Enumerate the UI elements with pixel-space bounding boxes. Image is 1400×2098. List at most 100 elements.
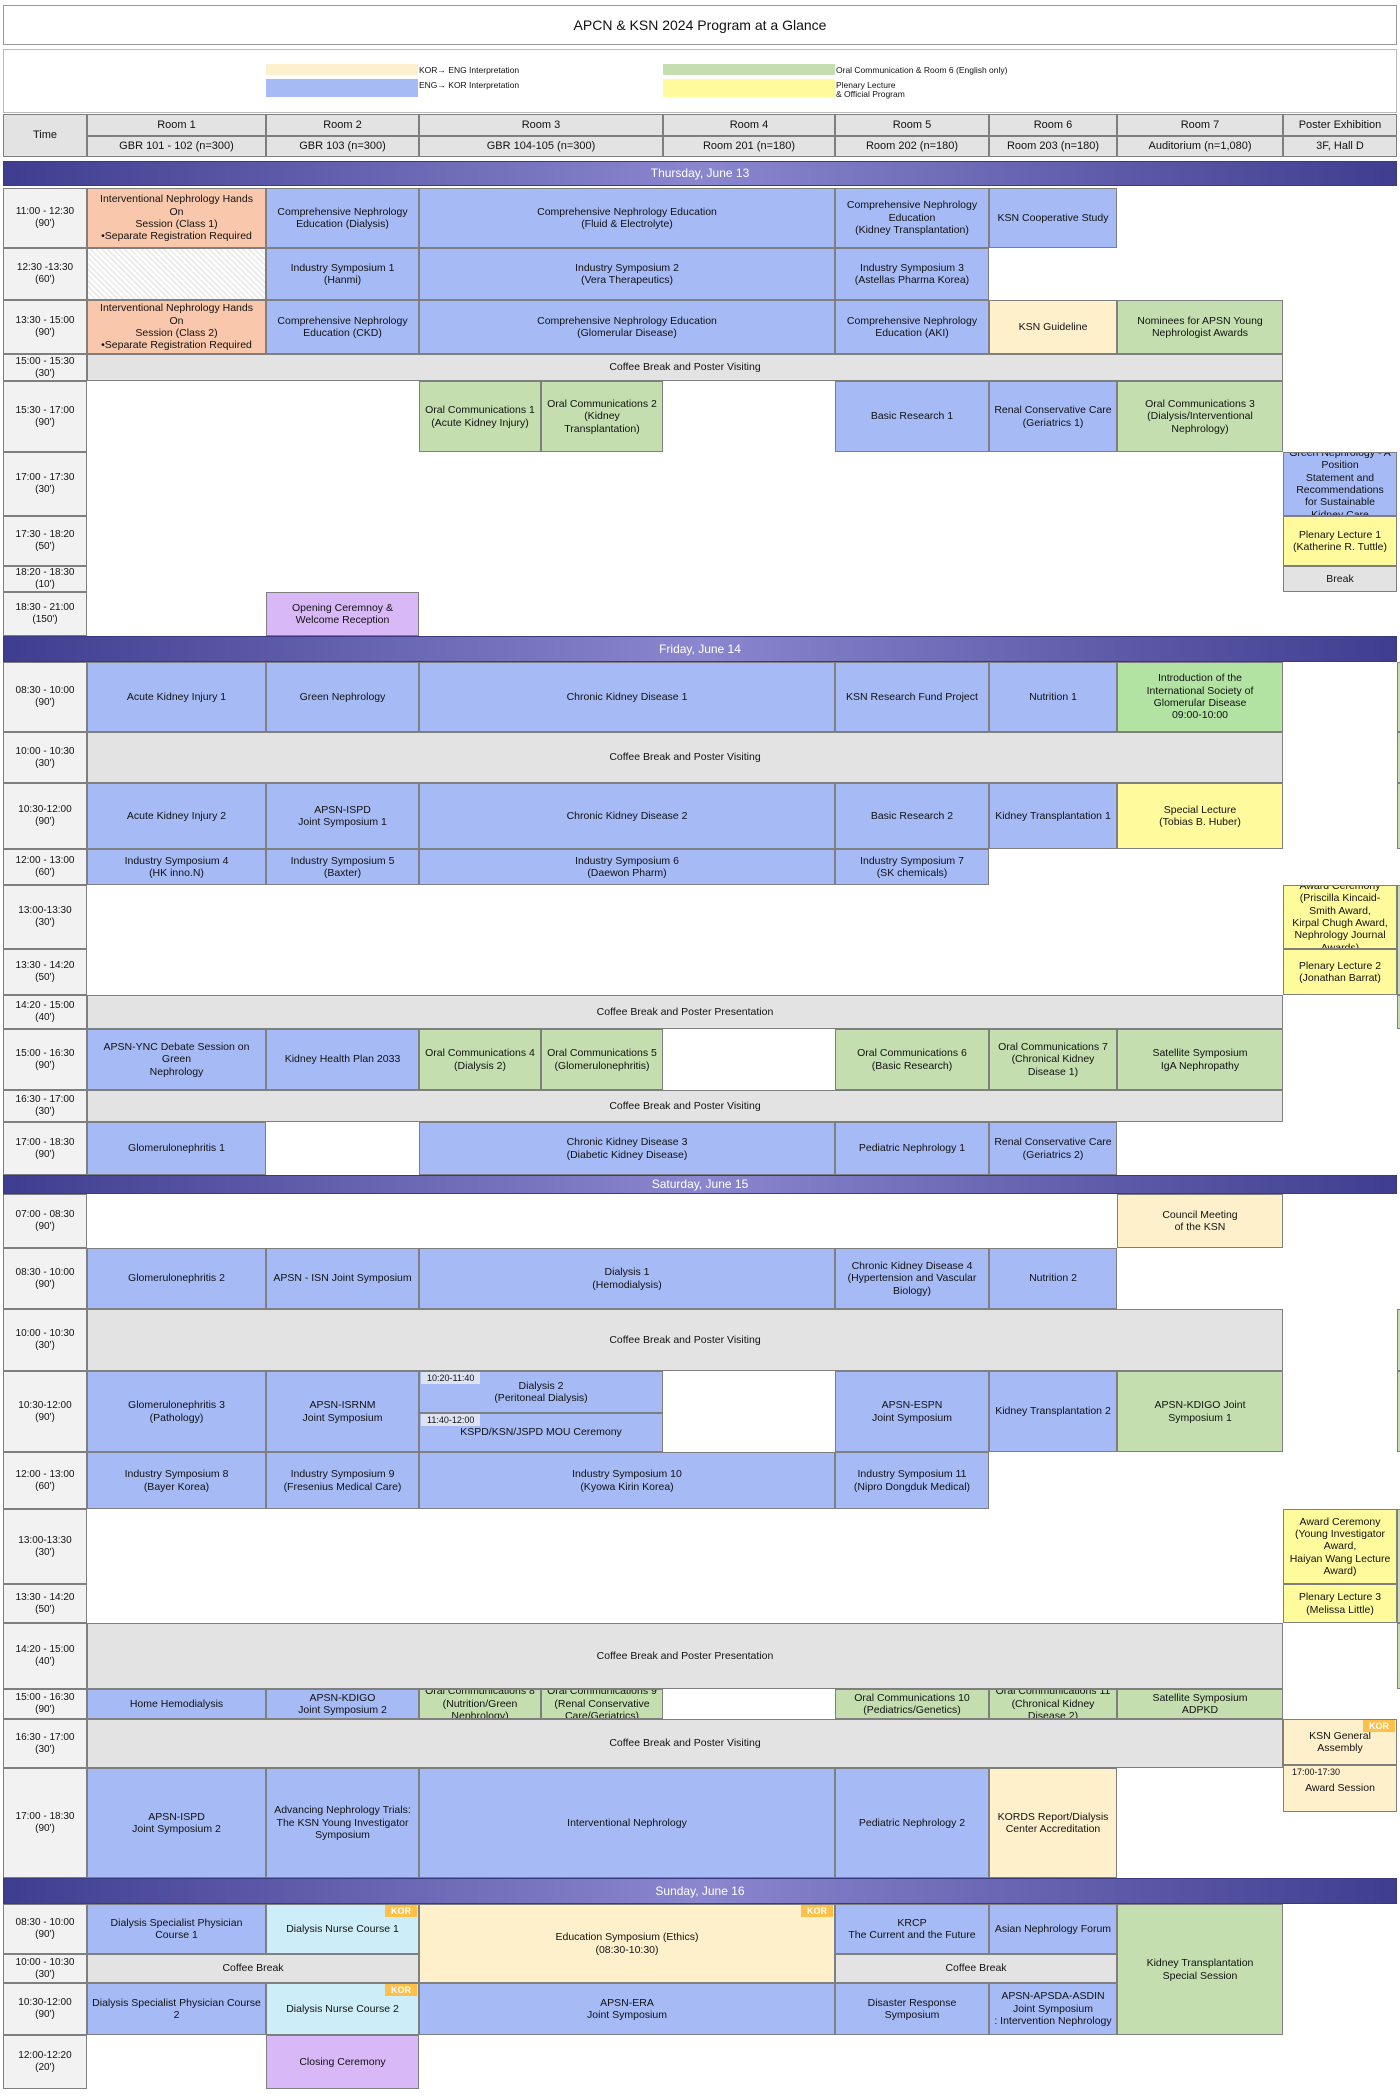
session-cell[interactable]: Interventional Nephrology	[419, 1768, 835, 1878]
session-cell[interactable]: APSN-KDIGO Joint Symposium 1	[1117, 1371, 1283, 1452]
session-cell[interactable]: KSN Guideline	[989, 300, 1117, 354]
session-cell[interactable]: Dialysis Specialist Physician Course 2	[87, 1983, 266, 2035]
session-cell[interactable]: Advancing Nephrology Trials: The KSN You…	[266, 1768, 419, 1878]
session-cell[interactable]: Green Nephrology	[266, 662, 419, 732]
session-cell[interactable]: Glomerulonephritis 3 (Pathology)	[87, 1371, 266, 1452]
session-cell[interactable]: Nutrition 2	[989, 1248, 1117, 1309]
coffee-break[interactable]: Coffee Break and Poster Presentation	[87, 995, 1283, 1029]
session-cell[interactable]: KSPD/KSN/JSPD MOU Ceremony	[419, 1413, 663, 1452]
session-cell[interactable]: APSN-KDIGO Joint Symposium 2	[266, 1689, 419, 1719]
coffee-break[interactable]: Coffee Break and Poster Visiting	[87, 1309, 1283, 1371]
session-cell[interactable]: Kidney Transplantation 2	[989, 1371, 1117, 1452]
session-cell[interactable]: Exhibitor Spotlight 10:00-11:00 Everest …	[1397, 732, 1400, 783]
coffee-break[interactable]: Coffee Break and Poster Presentation	[87, 1623, 1283, 1689]
session-cell[interactable]: APSN-ISPD Joint Symposium 1	[266, 783, 419, 849]
session-cell[interactable]: Oral Communications 4 (Dialysis 2)	[419, 1029, 541, 1090]
session-cell[interactable]: Glomerulonephritis 1	[87, 1122, 266, 1175]
session-cell[interactable]: Disaster Response Symposium	[835, 1983, 989, 2035]
session-cell[interactable]: Award Ceremony (Young Investigator Award…	[1283, 1509, 1397, 1584]
session-cell[interactable]: 14:20 - 15:00 Poster Presentation	[1397, 995, 1400, 1029]
session-cell[interactable]: Acute Kidney Injury 1	[87, 662, 266, 732]
session-cell[interactable]: Asian Nephrology Forum	[989, 1904, 1117, 1954]
session-cell[interactable]: APSN-YNC Debate Session on Green Nephrol…	[87, 1029, 266, 1090]
session-cell[interactable]: Education Symposium (Ethics) (08:30-10:3…	[419, 1904, 835, 1983]
session-cell[interactable]: Exhibitor Spotlight 13:10-14:10 Bayer	[1397, 885, 1400, 995]
session-cell[interactable]: KRCP The Current and the Future	[835, 1904, 989, 1954]
session-cell[interactable]: Exhibitor Spotlight 10:00-11:00 Daewon	[1397, 1309, 1400, 1371]
session-cell[interactable]: Plenary Lecture 1 (Katherine R. Tuttle)	[1283, 516, 1397, 566]
session-cell[interactable]: Exhibitor Spotlight 11:00-12:00 Billy(BI…	[1397, 783, 1400, 849]
session-cell[interactable]: Nominees for APSN Young Nephrologist Awa…	[1117, 300, 1283, 354]
session-cell[interactable]: Pediatric Nephrology 2	[835, 1768, 989, 1878]
session-cell[interactable]: Dialysis Specialist Physician Course 1	[87, 1904, 266, 1954]
session-cell[interactable]: Industry Symposium 8 (Bayer Korea)	[87, 1452, 266, 1509]
session-cell[interactable]: Oral Communications 6 (Basic Research)	[835, 1029, 989, 1090]
session-cell[interactable]: Chronic Kidney Disease 3 (Diabetic Kidne…	[419, 1122, 835, 1175]
session-cell[interactable]: APSN-ERA Joint Symposium	[419, 1983, 835, 2035]
session-cell[interactable]: Introduction of the International Societ…	[1117, 662, 1283, 732]
session-cell[interactable]: Industry Symposium 9 (Fresenius Medical …	[266, 1452, 419, 1509]
coffee-break[interactable]: Coffee Break and Poster Visiting	[87, 732, 1283, 783]
session-cell[interactable]: Kidney Transplantation 1	[989, 783, 1117, 849]
session-cell[interactable]: Satellite Symposium ADPKD	[1117, 1689, 1283, 1719]
session-cell[interactable]: Oral Communications 8 (Nutrition/Green N…	[419, 1689, 541, 1719]
session-cell[interactable]: Renal Conservative Care (Geriatrics 1)	[989, 381, 1117, 452]
session-cell[interactable]: Opening Ceremnoy & Welcome Reception	[266, 592, 419, 636]
session-cell[interactable]: Exhibitor Spotlight 09:00-10:00 ALPINE I…	[1397, 662, 1400, 732]
session-cell[interactable]: Kidney Transplantation Special Session	[1117, 1904, 1283, 2035]
session-cell[interactable]: Council Meeting of the KSN	[1117, 1194, 1283, 1248]
session-cell[interactable]: Award Session	[1283, 1765, 1397, 1812]
session-cell[interactable]: Plenary Lecture 2 (Jonathan Barrat)	[1283, 949, 1397, 995]
session-cell[interactable]: APSN-ESPN Joint Symposium	[835, 1371, 989, 1452]
session-cell[interactable]: Industry Symposium 2 (Vera Therapeutics)	[419, 248, 835, 300]
session-cell[interactable]: Oral Communications 9 (Renal Conservativ…	[541, 1689, 663, 1719]
session-cell[interactable]: KSN Research Fund Project	[835, 662, 989, 732]
coffee-break[interactable]: Coffee Break and Poster Visiting	[87, 354, 1283, 381]
session-cell[interactable]: Oral Communications 10 (Pediatrics/Genet…	[835, 1689, 989, 1719]
session-cell[interactable]: Glomerulonephritis 2	[87, 1248, 266, 1309]
session-cell[interactable]: Basic Research 1	[835, 381, 989, 452]
session-cell[interactable]: Oral Communications 5 (Glomerulonephriti…	[541, 1029, 663, 1090]
session-cell[interactable]: Kidney Health Plan 2033	[266, 1029, 419, 1090]
session-cell[interactable]: Dialysis 1 (Hemodialysis)	[419, 1248, 835, 1309]
session-cell[interactable]: Chronic Kidney Disease 2	[419, 783, 835, 849]
coffee-break[interactable]: Coffee Break and Poster Visiting	[87, 1090, 1283, 1122]
session-cell[interactable]: Dialysis 2 (Peritoneal Dialysis)	[419, 1371, 663, 1413]
session-cell[interactable]: 14:20 - 15:00 Poster Presentation	[1397, 1623, 1400, 1689]
session-cell[interactable]: APSN-APSDA-ASDIN Joint Symposium : Inter…	[989, 1983, 1117, 2035]
session-cell[interactable]: Industry Symposium 4 (HK inno.N)	[87, 849, 266, 885]
session-cell[interactable]: Comprehensive Nephrology Education (Flui…	[419, 188, 835, 248]
session-cell[interactable]: Industry Symposium 7 (SK chemicals)	[835, 849, 989, 885]
session-cell[interactable]: APSN-ISRNM Joint Symposium	[266, 1371, 419, 1452]
session-cell[interactable]: Satellite Symposium IgA Nephropathy	[1117, 1029, 1283, 1090]
session-cell[interactable]: Home Hemodialysis	[87, 1689, 266, 1719]
session-cell[interactable]: Renal Conservative Care (Geriatrics 2)	[989, 1122, 1117, 1175]
session-cell[interactable]: Comprehensive Nephrology Education (AKI)	[835, 300, 989, 354]
session-cell[interactable]: Acute Kidney Injury 2	[87, 783, 266, 849]
session-cell[interactable]: Oral Communications 7 (Chronical Kidney …	[989, 1029, 1117, 1090]
session-cell[interactable]: KORDS Report/Dialysis Center Accreditati…	[989, 1768, 1117, 1878]
session-cell[interactable]: Oral Communications 11 (Chronical Kidney…	[989, 1689, 1117, 1719]
session-cell[interactable]: Industry Symposium 3 (Astellas Pharma Ko…	[835, 248, 989, 300]
session-cell[interactable]: Basic Research 2	[835, 783, 989, 849]
session-cell[interactable]: Chronic Kidney Disease 4 (Hypertension a…	[835, 1248, 989, 1309]
session-cell[interactable]: Oral Communications 1 (Acute Kidney Inju…	[419, 381, 541, 452]
session-cell[interactable]: Pediatric Nephrology 1	[835, 1122, 989, 1175]
session-cell[interactable]: Comprehensive Nephrology Education (Glom…	[419, 300, 835, 354]
session-cell[interactable]: Plenary Lecture 3 (Melissa Little)	[1283, 1584, 1397, 1623]
session-cell[interactable]: Oral Communications 3 (Dialysis/Interven…	[1117, 381, 1283, 452]
session-cell[interactable]: Industry Symposium 11 (Nipro Dongduk Med…	[835, 1452, 989, 1509]
session-cell[interactable]: Industry Symposium 10 (Kyowa Kirin Korea…	[419, 1452, 835, 1509]
session-cell[interactable]: Industry Symposium 1 (Hanmi)	[266, 248, 419, 300]
session-cell[interactable]: Comprehensive Nephrology Education (Kidn…	[835, 188, 989, 248]
session-cell[interactable]: Comprehensive Nephrology Education (CKD)	[266, 300, 419, 354]
session-cell[interactable]: KSN Cooperative Study	[989, 188, 1117, 248]
session-cell[interactable]: Special Lecture (Tobias B. Huber)	[1117, 783, 1283, 849]
session-cell[interactable]: APSN-ISPD Joint Symposium 2	[87, 1768, 266, 1878]
session-cell[interactable]: APSN - ISN Joint Symposium	[266, 1248, 419, 1309]
session-cell[interactable]: Chronic Kidney Disease 1	[419, 662, 835, 732]
session-cell[interactable]: Exhibitor Spotlight 13:10-14:10 VUNO	[1397, 1509, 1400, 1623]
session-cell[interactable]: Green Nephrology - A Position Statement …	[1283, 452, 1397, 516]
session-cell[interactable]: KSN General Assembly	[1283, 1719, 1397, 1765]
session-cell[interactable]: Comprehensive Nephrology Education (Dial…	[266, 188, 419, 248]
